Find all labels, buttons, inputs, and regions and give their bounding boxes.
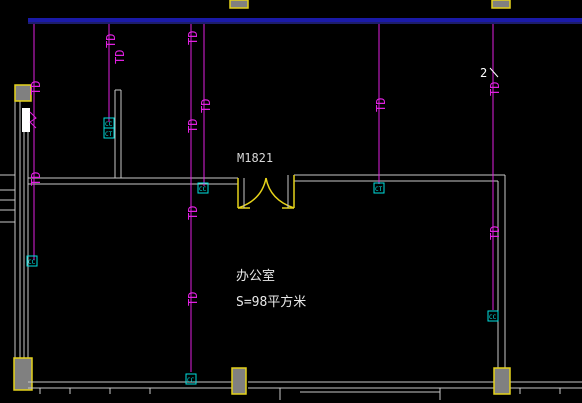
svg-text:CC: CC <box>28 259 36 266</box>
device-tag[interactable]: CC <box>26 255 38 267</box>
pipe-label: TD <box>186 292 200 306</box>
left-wall <box>0 100 29 390</box>
column-top-right <box>491 0 511 9</box>
pipe-label: TD <box>488 226 502 240</box>
svg-text:CC: CC <box>105 121 113 128</box>
pipe-label: TD <box>186 119 200 133</box>
device-tag[interactable]: CT <box>103 127 115 139</box>
column-left-upper <box>14 84 32 102</box>
pipe-label: TD <box>29 81 43 95</box>
svg-text:CC: CC <box>199 186 207 193</box>
fixture-left <box>22 108 30 132</box>
main-horizontal-wall <box>28 174 505 185</box>
column-bottom-middle <box>231 367 247 395</box>
device-tag[interactable]: CC <box>185 373 197 385</box>
fixture-left-mark <box>29 111 37 129</box>
svg-text:CT: CT <box>105 131 113 138</box>
partition-wall <box>114 89 122 178</box>
column-left-lower <box>13 357 33 391</box>
device-tag[interactable]: CC <box>487 310 499 322</box>
svg-text:CC: CC <box>489 314 497 321</box>
pipe-label: TD <box>199 99 213 113</box>
svg-text:CC: CC <box>187 377 195 384</box>
device-tag[interactable]: CC <box>197 182 209 194</box>
room-name: 办公室 <box>236 268 275 284</box>
pipe-label: TD <box>29 172 43 186</box>
top-beam <box>28 18 582 22</box>
pipe-label-group: TD TD TD TD TD TD TD TD TD TD TD TD <box>29 31 502 306</box>
room-area: S=98平方米 <box>236 294 306 310</box>
column-bottom-right <box>493 367 511 395</box>
door-label: M1821 <box>237 151 273 165</box>
svg-text:CT: CT <box>375 186 383 193</box>
door-m1821 <box>237 175 295 209</box>
device-tag[interactable]: CT <box>373 182 385 194</box>
dimension-tick <box>489 67 499 78</box>
pipe-label: TD <box>488 82 502 96</box>
pipe-label: TD <box>113 50 127 64</box>
column-top-left <box>229 0 249 9</box>
pipe-label: TD <box>186 31 200 45</box>
device-tags: CC CT CC CT CC CC CC <box>26 117 499 385</box>
dimension-mark: 2 <box>480 66 487 80</box>
door-frame <box>243 175 289 208</box>
pipe-label: TD <box>186 206 200 220</box>
pipe-label: TD <box>374 98 388 112</box>
pipe-label: TD <box>104 34 118 48</box>
right-wall <box>497 175 506 368</box>
bottom-wall <box>28 381 582 400</box>
pipe-lines <box>33 24 494 372</box>
